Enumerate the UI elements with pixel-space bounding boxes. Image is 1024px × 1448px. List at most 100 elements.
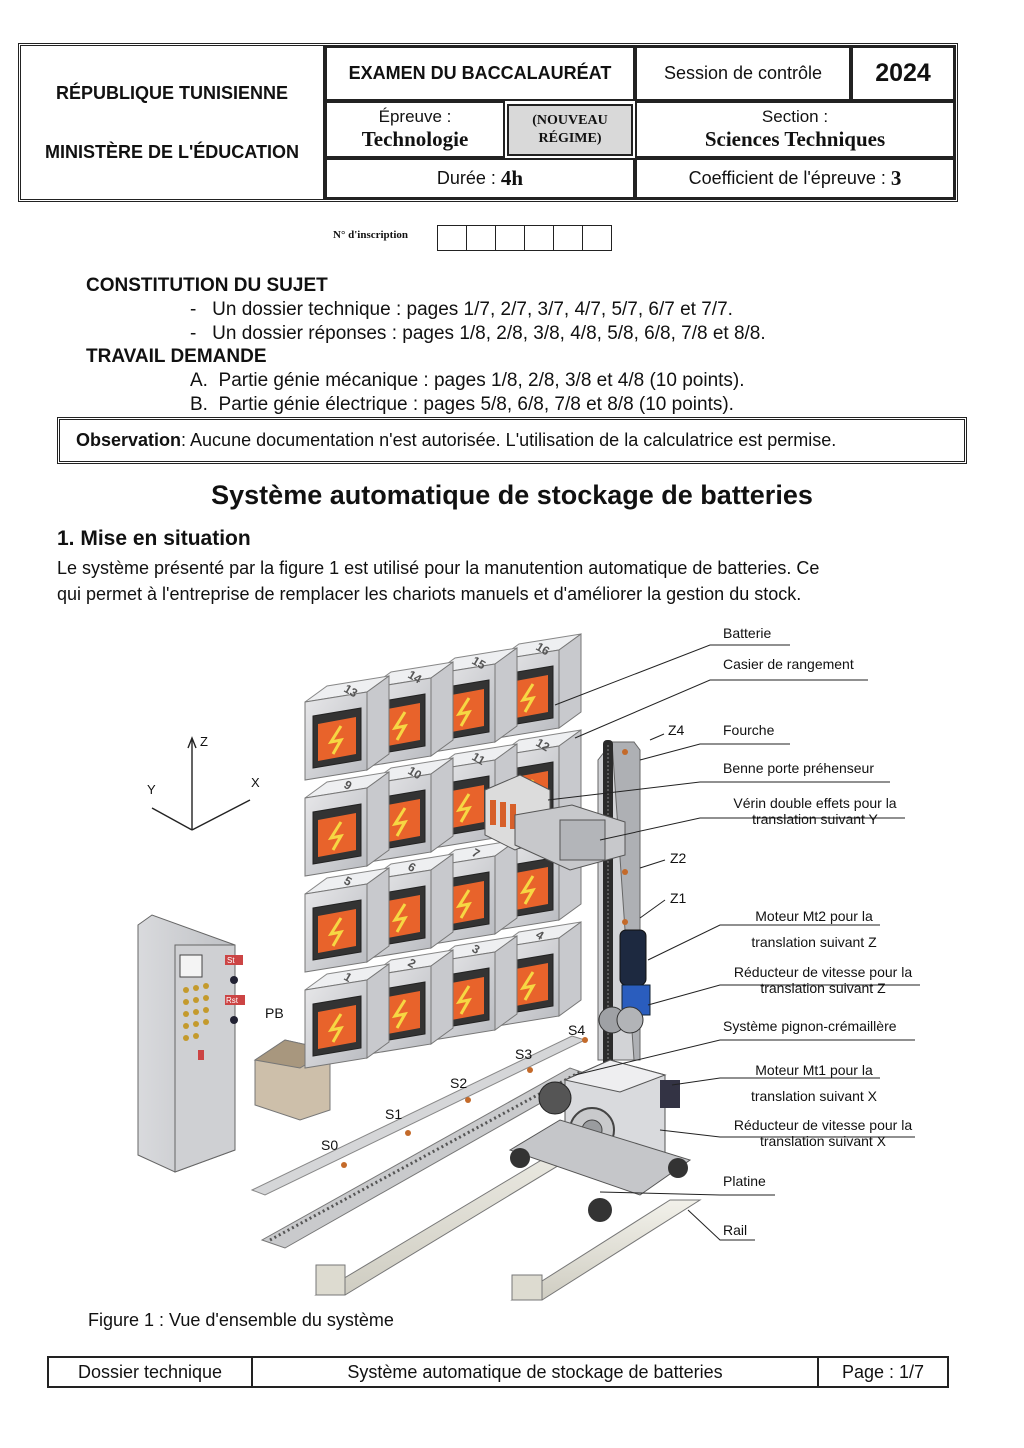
section-name: Sciences Techniques bbox=[704, 127, 886, 151]
label-platine: Platine bbox=[723, 1173, 766, 1189]
institution-block: RÉPUBLIQUE TUNISIENNE MINISTÈRE DE L'ÉDU… bbox=[21, 46, 325, 199]
item-text: Partie génie électrique : pages 5/8, 6/8… bbox=[218, 394, 734, 415]
coef-cell: Coefficient de l'épreuve : 3 bbox=[635, 158, 955, 199]
main-title: Système automatique de stockage de batte… bbox=[211, 480, 813, 510]
epreuve: Technologie bbox=[361, 127, 469, 151]
lifter-column bbox=[514, 740, 651, 1070]
ministry: MINISTÈRE DE L'ÉDUCATION bbox=[45, 141, 299, 162]
observation-box: Observation : Aucune documentation n'est… bbox=[57, 417, 967, 464]
label-moteur-mt1: Moteur Mt1 pour la translation suivant X bbox=[714, 1057, 914, 1109]
label-pignon: Système pignon-crémaillère bbox=[723, 1018, 897, 1034]
casier-number: 12 bbox=[534, 735, 553, 754]
inscription-field[interactable] bbox=[437, 225, 612, 251]
label-fourche: Fourche bbox=[723, 722, 775, 738]
axis-z-label: Z bbox=[200, 734, 208, 749]
coef-label: Coefficient de l'épreuve : bbox=[688, 168, 886, 188]
bullet: - bbox=[190, 323, 197, 344]
item-label: Un dossier technique : bbox=[212, 299, 402, 320]
casier-number: 10 bbox=[406, 763, 425, 782]
paragraph-line: Le système présenté par la figure 1 est … bbox=[57, 558, 820, 578]
label-benne: Benne porte préhenseur bbox=[723, 760, 874, 776]
sensor-s1: S1 bbox=[385, 1106, 403, 1122]
regime-line1: (NOUVEAU bbox=[532, 113, 608, 128]
footer-left: Dossier technique bbox=[49, 1358, 253, 1386]
st-button-label: St bbox=[227, 956, 235, 965]
rst-button-label: Rst bbox=[226, 996, 239, 1005]
item-text: Partie génie mécanique : pages 1/8, 2/8,… bbox=[218, 370, 745, 391]
axes bbox=[151, 736, 251, 831]
label-line: translation suivant Y bbox=[752, 811, 878, 827]
sensor-s3: S3 bbox=[515, 1046, 533, 1062]
sensor-dots bbox=[341, 749, 628, 1168]
label-reducteur-x: Réducteur de vitesse pour la translation… bbox=[718, 1117, 928, 1149]
casier-number: 15 bbox=[470, 653, 489, 672]
regime-stamp: (NOUVEAU RÉGIME) bbox=[507, 104, 633, 156]
casier-number: 16 bbox=[534, 639, 553, 658]
epreuve-cell: Épreuve : Technologie bbox=[325, 101, 505, 158]
casier-3: 3 bbox=[432, 935, 518, 1041]
page-footer: Dossier technique Système automatique de… bbox=[47, 1356, 949, 1388]
item-label: Un dossier réponses : bbox=[212, 323, 397, 344]
observation-text: : Aucune documentation n'est autorisée. … bbox=[181, 430, 837, 450]
control-cabinet bbox=[137, 914, 245, 1173]
label-moteur-mt2: Moteur Mt2 pour la translation suivant Z bbox=[714, 903, 914, 955]
sensor-pb: PB bbox=[265, 1005, 284, 1021]
bullet: B. bbox=[190, 394, 208, 415]
label-line: Moteur Mt2 pour la bbox=[755, 908, 873, 924]
sensor-s0: S0 bbox=[321, 1137, 339, 1153]
label-line: Moteur Mt1 pour la bbox=[755, 1062, 873, 1078]
section-cell: Section : Sciences Techniques bbox=[635, 101, 955, 158]
label-batterie: Batterie bbox=[723, 625, 772, 641]
item-text: pages 1/7, 2/7, 3/7, 4/7, 5/7, 6/7 et 7/… bbox=[406, 299, 733, 320]
duree-label: Durée : bbox=[436, 168, 496, 188]
label-line: Réducteur de vitesse pour la bbox=[733, 964, 913, 980]
sensor-s4: S4 bbox=[568, 1022, 586, 1038]
paragraph-line: qui permet à l'entreprise de remplacer l… bbox=[57, 584, 802, 604]
sensor-z2: Z2 bbox=[670, 850, 687, 866]
footer-page: Page : 1/7 bbox=[841, 1361, 925, 1382]
casier-1: 1 bbox=[304, 963, 390, 1069]
duree-cell: Durée : 4h bbox=[325, 158, 635, 199]
bullet: A. bbox=[190, 370, 208, 391]
sensor-s2: S2 bbox=[450, 1075, 468, 1091]
constitution-item: - Un dossier technique : pages 1/7, 2/7,… bbox=[190, 299, 733, 321]
casier-9: 9 bbox=[304, 771, 390, 877]
coef: 3 bbox=[890, 166, 902, 190]
label-line: translation suivant Z bbox=[751, 934, 877, 950]
footer-center: Système automatique de stockage de batte… bbox=[253, 1358, 819, 1386]
session: Session de contrôle bbox=[635, 46, 851, 101]
travail-title: TRAVAIL DEMANDE bbox=[86, 346, 267, 367]
casier-number: 14 bbox=[406, 667, 425, 686]
inscription-label: N° d'inscription bbox=[333, 229, 408, 241]
section-title: 1. Mise en situation bbox=[57, 527, 251, 550]
label-line: translation suivant X bbox=[759, 1133, 887, 1149]
exam-name: EXAMEN DU BACCALAURÉAT bbox=[325, 46, 635, 101]
label-line: translation suivant Z bbox=[760, 980, 886, 996]
sensor-z4: Z4 bbox=[668, 722, 685, 738]
label-verin: Vérin double effets pour la translation … bbox=[715, 795, 915, 827]
axis-x-label: X bbox=[251, 775, 260, 790]
sensor-z1: Z1 bbox=[670, 890, 687, 906]
bullet: - bbox=[190, 299, 197, 320]
constitution-title: CONSTITUTION DU SUJET bbox=[86, 275, 328, 296]
epreuve-label: Épreuve : bbox=[378, 107, 452, 126]
label-rail: Rail bbox=[723, 1222, 748, 1238]
axis-y-label: Y bbox=[147, 782, 156, 797]
label-line: translation suivant X bbox=[750, 1088, 878, 1104]
observation-label: Observation bbox=[76, 430, 182, 450]
label-line: Réducteur de vitesse pour la bbox=[733, 1117, 913, 1133]
constitution-item: - Un dossier réponses : pages 1/8, 2/8, … bbox=[190, 323, 766, 345]
casier-13: 13 bbox=[304, 675, 390, 781]
republic: RÉPUBLIQUE TUNISIENNE bbox=[55, 82, 289, 103]
exam-header: RÉPUBLIQUE TUNISIENNE MINISTÈRE DE L'ÉDU… bbox=[18, 43, 958, 202]
duree: 4h bbox=[500, 166, 524, 190]
label-reducteur-z: Réducteur de vitesse pour la translation… bbox=[718, 964, 928, 996]
leader-lines bbox=[547, 644, 920, 1241]
system-illustration: St Rst 16151413121110987654321 bbox=[137, 633, 920, 1301]
casier-number: 13 bbox=[342, 681, 361, 700]
item-text: pages 1/8, 2/8, 3/8, 4/8, 5/8, 6/8, 7/8 … bbox=[402, 323, 766, 344]
label-line: Vérin double effets pour la bbox=[733, 795, 897, 811]
section-label: Section : bbox=[761, 107, 829, 126]
travail-item: A. Partie génie mécanique : pages 1/8, 2… bbox=[190, 370, 745, 392]
label-casier: Casier de rangement bbox=[723, 656, 854, 672]
